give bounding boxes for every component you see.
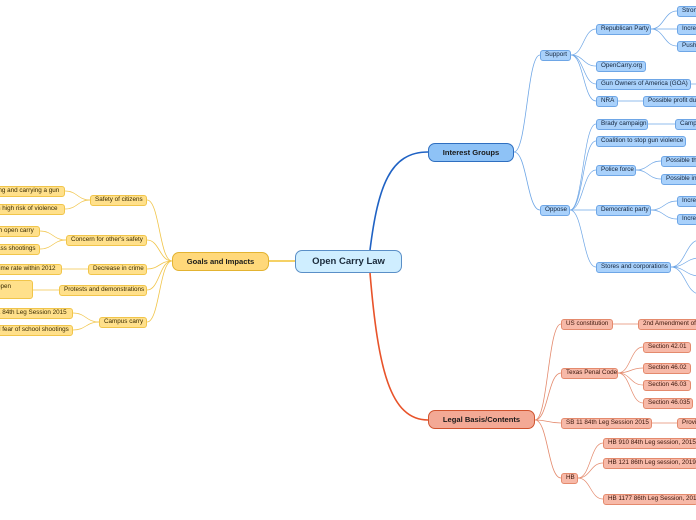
connector-line	[64, 199, 91, 210]
connector-line	[570, 54, 597, 85]
connector-line	[369, 272, 429, 421]
connector-line	[577, 477, 604, 500]
texas-penal-code-node[interactable]: Texas Penal Code	[561, 368, 618, 379]
concern-child-node[interactable]: th open carry	[0, 226, 40, 237]
republican-party-node[interactable]: Republican Party	[596, 24, 651, 35]
opencarry-org-node[interactable]: OpenCarry.org	[596, 61, 646, 72]
connector-line	[513, 54, 541, 153]
safety-child-node[interactable]: h high risk of violence	[0, 204, 65, 215]
brady-campaign-node[interactable]: Brady campaign	[596, 119, 648, 130]
decrease-crime-node[interactable]: Decrease in crime	[88, 264, 147, 275]
connector-line	[670, 257, 696, 268]
nra-child-node[interactable]: Possible profit du	[643, 96, 696, 107]
oppose-node[interactable]: Oppose	[540, 205, 570, 216]
republican-child-node[interactable]: Stron	[677, 6, 696, 17]
goals-impacts-topic[interactable]: Goals and Impacts	[172, 252, 269, 271]
democratic-party-node[interactable]: Democratic party	[596, 205, 651, 216]
campus-child-node[interactable]: d fear of school shootings	[0, 325, 73, 336]
safety-citizens-node[interactable]: Safety of citizens	[90, 195, 147, 206]
connector-line	[146, 260, 173, 323]
sb11-child-node[interactable]: Provi	[677, 418, 696, 429]
connector-line	[146, 239, 173, 262]
goa-node[interactable]: Gun Owners of America (GOA)	[596, 79, 691, 90]
connector-line	[617, 372, 644, 404]
connector-line	[72, 321, 100, 331]
connector-line	[617, 346, 644, 374]
safety-child-node[interactable]: ing and carrying a gun	[0, 186, 65, 197]
connector-line	[72, 312, 100, 323]
connector-line	[670, 240, 696, 268]
penal-section-node[interactable]: Section 46.02	[643, 363, 691, 374]
nra-node[interactable]: NRA	[596, 96, 618, 107]
connector-line	[513, 151, 541, 211]
connector-line	[369, 151, 429, 251]
connector-line	[635, 169, 662, 180]
connector-line	[39, 239, 67, 250]
brady-child-node[interactable]: Camp	[675, 119, 696, 130]
republican-child-node[interactable]: Push	[677, 41, 696, 52]
connector-line	[650, 10, 678, 30]
connector-line	[146, 199, 173, 262]
connector-line	[650, 28, 678, 47]
connector-line	[534, 419, 562, 424]
connector-line	[670, 266, 696, 277]
connector-line	[577, 462, 604, 479]
sb11-node[interactable]: SB 11 84th Leg Session 2015	[561, 418, 652, 429]
connector-line	[39, 230, 67, 241]
campus-child-node[interactable]: 1 84th Leg Session 2015	[0, 308, 73, 319]
police-force-node[interactable]: Police force	[596, 165, 636, 176]
connector-line	[569, 209, 597, 268]
campus-carry-node[interactable]: Campus carry	[99, 317, 147, 328]
coalition-node[interactable]: Coalition to stop gun violence	[596, 136, 686, 147]
hb-node[interactable]: HB	[561, 473, 578, 484]
democratic-child-node[interactable]: Incre	[677, 214, 696, 225]
support-node[interactable]: Support	[540, 50, 571, 61]
connector-line	[670, 266, 696, 294]
connector-line	[569, 169, 597, 211]
hb-child-node[interactable]: HB 121 86th Leg session, 2019	[603, 458, 696, 469]
hb-child-node[interactable]: HB 910 84th Leg session, 2015	[603, 438, 696, 449]
connector-line	[64, 190, 91, 201]
interest-groups-topic[interactable]: Interest Groups	[428, 143, 514, 162]
crime-child-node[interactable]: rime rate within 2012	[0, 264, 62, 275]
stores-corporations-node[interactable]: Stores and corporations	[596, 262, 671, 273]
connector-line	[534, 372, 562, 421]
police-child-node[interactable]: Possible th	[661, 156, 696, 167]
connector-line	[569, 123, 597, 211]
connector-line	[534, 419, 562, 479]
connector-line	[617, 372, 644, 386]
constitution-child-node[interactable]: 2nd Amendment of	[638, 319, 696, 330]
legal-basis-topic[interactable]: Legal Basis/Contents	[428, 410, 535, 429]
hb-child-node[interactable]: HB 1177 86th Leg Session, 201	[603, 494, 696, 505]
connector-line	[570, 28, 597, 56]
democratic-child-node[interactable]: Incre	[677, 196, 696, 207]
connector-line	[570, 54, 597, 102]
connector-line	[635, 160, 662, 171]
connector-line	[534, 323, 562, 421]
connector-line	[577, 442, 604, 479]
penal-section-node[interactable]: Section 46.035	[643, 398, 693, 409]
protests-child-node[interactable]: open	[0, 280, 33, 299]
central-topic[interactable]: Open Carry Law	[295, 250, 402, 273]
penal-section-node[interactable]: Section 42.01	[643, 342, 691, 353]
protests-node[interactable]: Protests and demonstrations	[59, 285, 147, 296]
connector-line	[650, 209, 678, 220]
connector-line	[650, 200, 678, 211]
police-child-node[interactable]: Possible inc	[661, 174, 696, 185]
connector-line	[617, 367, 644, 374]
connector-line	[569, 140, 597, 211]
us-constitution-node[interactable]: US constitution	[561, 319, 613, 330]
penal-section-node[interactable]: Section 46.03	[643, 380, 691, 391]
republican-child-node[interactable]: Incre	[677, 24, 696, 35]
concern-safety-node[interactable]: Concern for other's safety	[66, 235, 147, 246]
concern-child-node[interactable]: ass shootings	[0, 244, 40, 255]
